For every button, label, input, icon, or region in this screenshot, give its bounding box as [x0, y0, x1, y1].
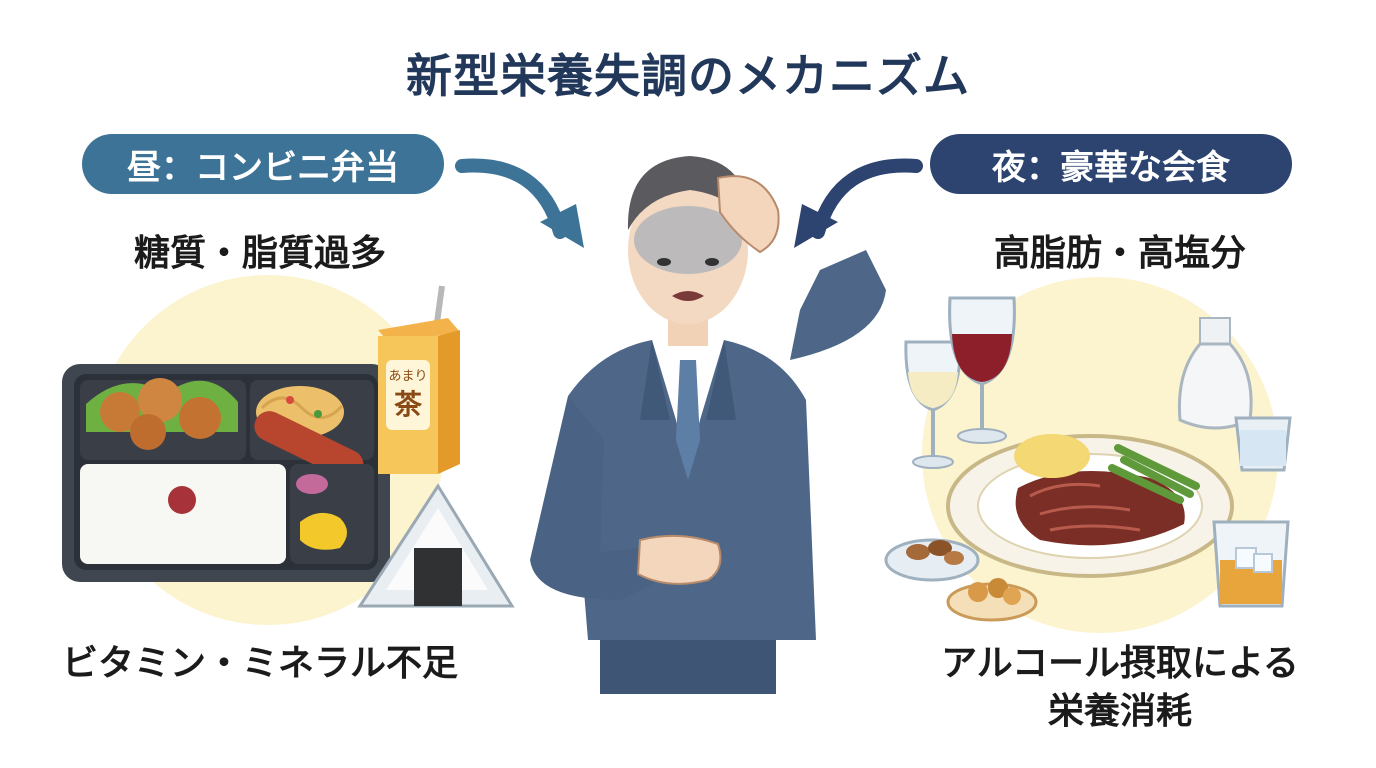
onigiri-icon	[357, 483, 515, 608]
tea-carton-icon: あまり 茶	[378, 285, 460, 474]
tea-carton-text-top: あまり	[388, 369, 427, 384]
lunch-label-pill: 昼：コンビニ弁当	[82, 134, 444, 194]
dinner-footer-line1: アルコール摂取による	[941, 643, 1299, 684]
right-arrow-icon	[794, 158, 923, 248]
snack-bowl-icon	[946, 578, 1038, 622]
page-title: 新型栄養失調のメカニズム	[406, 49, 970, 103]
businessman-icon	[530, 156, 886, 694]
red-wine-glass-icon	[948, 296, 1016, 444]
nuts-bowl-icon	[884, 538, 980, 582]
steak-plate-icon	[946, 434, 1234, 578]
dinner-heading: 高脂肪・高塩分	[993, 233, 1246, 274]
lunch-heading: 糖質・脂質過多	[133, 233, 386, 274]
white-wine-glass-icon	[904, 340, 962, 469]
dinner-label-pill: 夜：豪華な会食	[930, 134, 1292, 194]
dinner-footer: アルコール摂取による 栄養消耗	[880, 640, 1360, 736]
dinner-footer-line2: 栄養消耗	[1047, 691, 1192, 732]
lunch-footer: ビタミン・ミネラル不足	[61, 643, 458, 684]
whisky-glass-icon	[1212, 520, 1290, 608]
sake-cup-icon	[1234, 416, 1292, 472]
tea-carton-text-main: 茶	[394, 388, 423, 421]
sake-bottle-icon	[1177, 317, 1253, 430]
bento-icon	[62, 364, 390, 582]
left-arrow-icon	[455, 158, 584, 248]
